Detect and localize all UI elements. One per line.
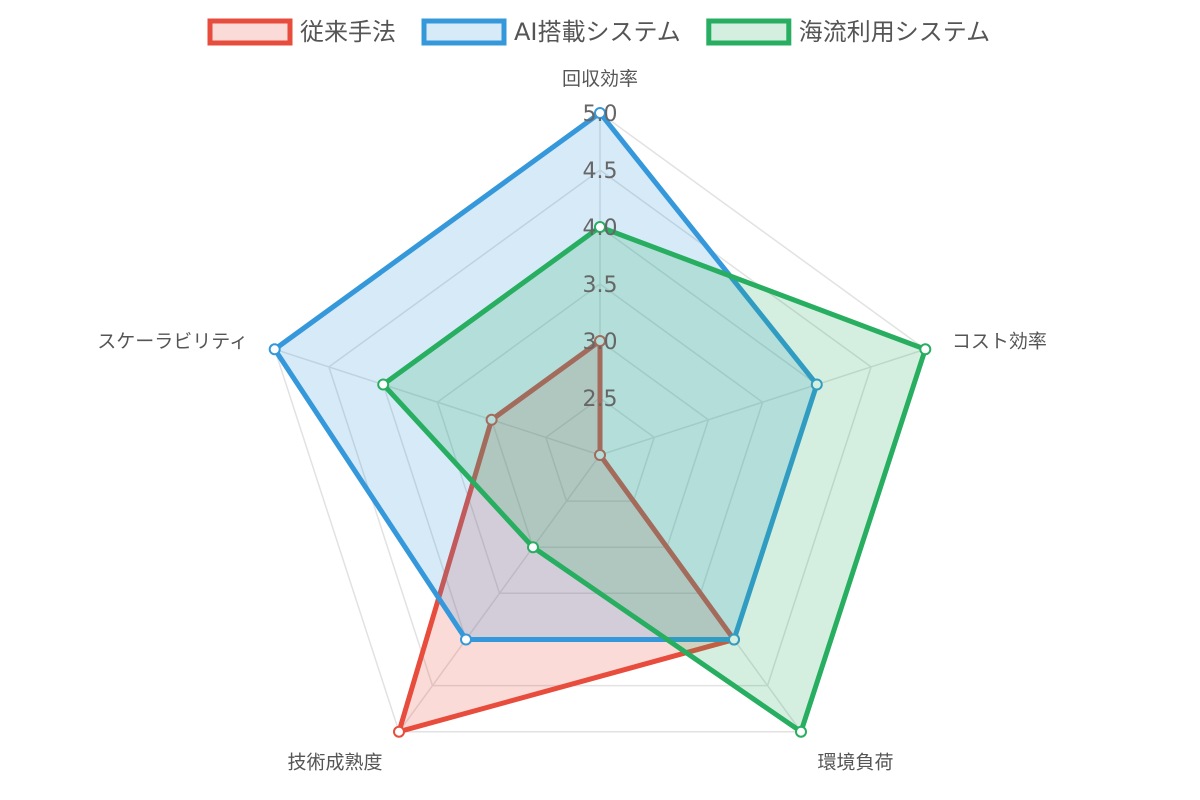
data-point[interactable] — [527, 541, 539, 554]
data-point[interactable] — [460, 633, 472, 646]
axis-label: 技術成熟度 — [287, 751, 382, 773]
data-point[interactable] — [594, 335, 606, 347]
legend-label: 海流利用システム — [799, 18, 990, 46]
legend-item-2[interactable]: AI搭載システム — [421, 18, 681, 46]
tick-label: 3.0 — [583, 330, 618, 355]
axis-label: 回収効率 — [562, 68, 638, 90]
series-line — [379, 224, 929, 736]
data-point[interactable] — [594, 107, 606, 119]
data-point[interactable] — [268, 343, 281, 356]
legend-swatch — [421, 18, 507, 46]
grid-ring — [544, 397, 656, 502]
series-line — [271, 109, 820, 642]
legend-swatch — [706, 18, 792, 46]
data-point[interactable] — [810, 378, 823, 391]
data-point[interactable] — [393, 725, 405, 738]
data-point[interactable] — [919, 343, 932, 356]
legend-label: AI搭載システム — [514, 18, 681, 46]
series-3 — [377, 221, 932, 738]
tick-label: 5.0 — [583, 102, 618, 127]
axis-label: コスト効率 — [952, 331, 1047, 353]
tick-label: 2.5 — [583, 387, 618, 412]
data-point[interactable] — [728, 633, 740, 646]
legend-item-3[interactable]: 海流利用システム — [706, 18, 990, 46]
grid-spoke — [599, 348, 926, 456]
axis-label: スケーラビリティ — [97, 331, 248, 353]
tick-label: 4.5 — [583, 159, 618, 184]
axis-label: 環境負荷 — [818, 751, 894, 773]
data-point[interactable] — [795, 725, 807, 738]
grid-spoke — [274, 348, 601, 456]
data-point[interactable] — [377, 378, 390, 391]
data-point[interactable] — [594, 221, 606, 233]
legend-item-1[interactable]: 従来手法 — [207, 18, 396, 46]
tick-label: 4.0 — [583, 216, 618, 241]
radial-ticks: 2.5 3.0 3.5 4.0 4.5 5.0 — [583, 102, 618, 412]
legend-label: 従来手法 — [300, 18, 396, 46]
series-area — [399, 341, 734, 732]
series-line — [395, 336, 739, 736]
tick-label: 3.5 — [583, 273, 618, 298]
grid-spoke — [398, 454, 601, 733]
series-area — [383, 227, 926, 732]
series-1 — [393, 335, 740, 738]
legend[interactable]: 従来手法 AI搭載システム 海流利用システム — [207, 18, 990, 46]
grid-ring — [328, 169, 872, 687]
series-layer — [268, 107, 932, 738]
series-2 — [268, 107, 823, 646]
legend-swatch — [207, 18, 293, 46]
data-point[interactable] — [594, 449, 606, 461]
series-area — [274, 113, 817, 640]
data-point[interactable] — [485, 413, 498, 426]
